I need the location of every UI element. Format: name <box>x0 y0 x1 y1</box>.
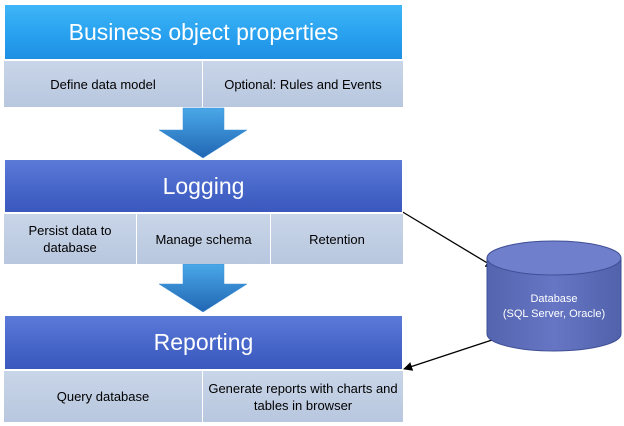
reporting-header: Reporting <box>4 315 403 370</box>
retention-label: Retention <box>309 231 365 247</box>
reporting-header-title: Reporting <box>153 329 254 355</box>
rules-and-events-label: Optional: Rules and Events <box>224 76 382 92</box>
database-label-group: Database (SQL Server, Oracle) <box>486 292 622 322</box>
define-data-model-box: Define data model <box>4 60 203 107</box>
database-cylinder <box>486 240 622 352</box>
logging-header-title: Logging <box>162 172 245 199</box>
database-sublabel: (SQL Server, Oracle) <box>502 308 606 320</box>
define-data-model-label: Define data model <box>50 76 156 92</box>
logging-header: Logging <box>4 159 403 213</box>
persist-data-label: Persist data to database <box>28 223 112 255</box>
manage-schema-label: Manage schema <box>155 231 252 247</box>
flow-arrow-2 <box>158 263 248 313</box>
generate-reports-label: Generate reports with charts and tables … <box>208 380 398 413</box>
persist-data-box: Persist data to database <box>4 213 137 264</box>
database-label: Database <box>530 293 578 305</box>
flow-arrow-1 <box>158 107 248 159</box>
connector-logging-to-database <box>400 210 495 268</box>
logging-subitems: Persist data to database Manage schema R… <box>4 213 403 264</box>
query-database-label: Query database <box>56 389 150 404</box>
connector-database-to-reporting <box>403 339 493 371</box>
manage-schema-box: Manage schema <box>137 213 271 264</box>
business-subitems: Define data model Optional: Rules and Ev… <box>4 60 403 107</box>
generate-reports-box: Generate reports with charts and tables … <box>203 370 403 422</box>
query-database-box: Query database <box>4 370 203 422</box>
business-header-title: Business object properties <box>68 18 339 45</box>
reporting-subitems: Query database Generate reports with cha… <box>4 370 403 422</box>
business-object-properties-header: Business object properties <box>4 4 403 60</box>
rules-and-events-box: Optional: Rules and Events <box>203 60 403 107</box>
retention-box: Retention <box>271 213 403 264</box>
